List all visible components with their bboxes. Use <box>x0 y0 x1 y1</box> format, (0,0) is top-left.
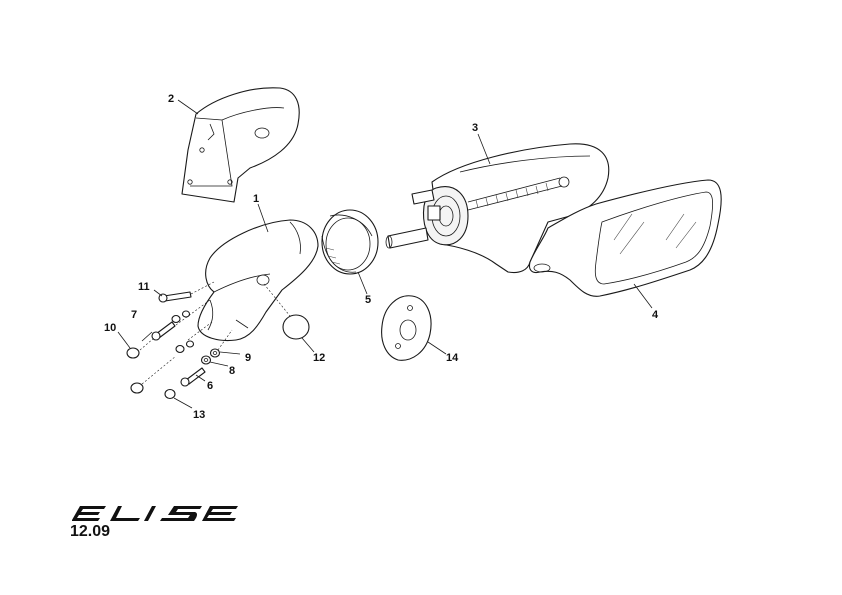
part-1-mirror-arm <box>197 219 319 342</box>
callout-13: 13 <box>193 409 205 421</box>
callout-labels: 2 1 3 4 5 6 7 8 9 10 11 12 13 14 <box>104 93 659 421</box>
callout-3: 3 <box>472 122 478 134</box>
part-5-collar-ring <box>321 209 379 275</box>
callout-8: 8 <box>229 365 235 377</box>
callout-6: 6 <box>207 380 213 392</box>
callout-5: 5 <box>365 294 371 306</box>
part-14-gasket <box>381 295 432 361</box>
leader-lines <box>117 99 653 409</box>
callout-4: 4 <box>652 309 659 321</box>
callout-2: 2 <box>168 93 174 105</box>
callout-9: 9 <box>245 352 251 364</box>
callout-11: 11 <box>138 281 150 293</box>
part-3-adjuster-housing <box>385 143 610 274</box>
part-12-cap <box>282 314 310 340</box>
page-reference-number: 12.09 <box>70 523 111 540</box>
callout-1: 1 <box>253 193 259 205</box>
callout-12: 12 <box>313 352 325 364</box>
part-4-mirror-glass <box>528 179 722 297</box>
elise-logo <box>72 506 238 521</box>
callout-10: 10 <box>104 322 116 334</box>
part-2-mirror-cover <box>181 87 300 203</box>
callout-7: 7 <box>131 309 137 321</box>
fasteners <box>126 281 291 400</box>
callout-14: 14 <box>446 352 459 364</box>
